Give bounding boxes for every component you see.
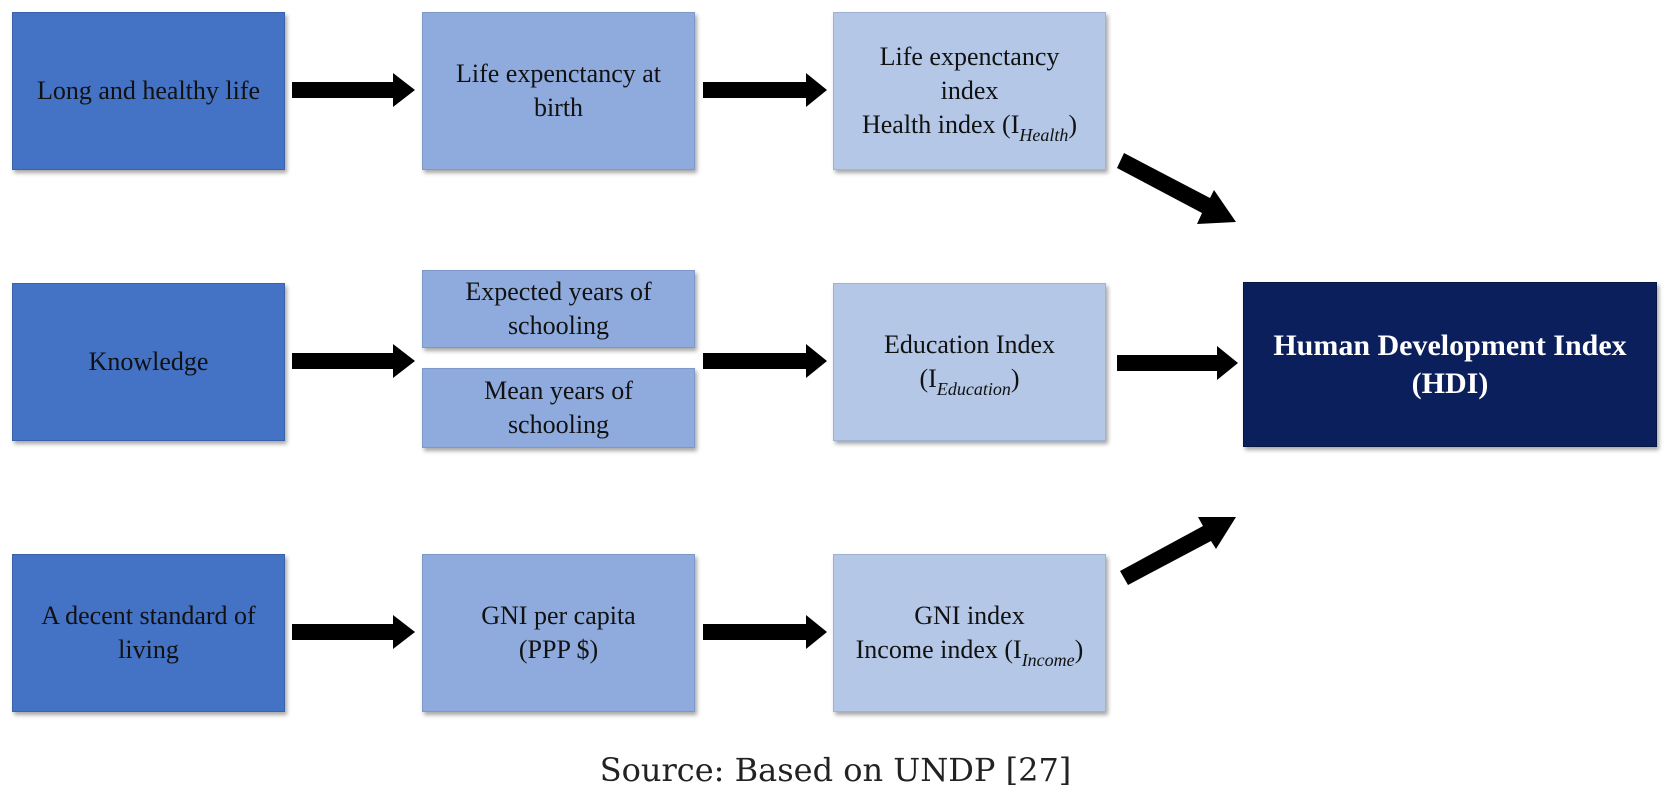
indicator-label-line1: Life expenctancy at	[456, 59, 661, 88]
index-box-education: Education Index (IEducation)	[833, 283, 1106, 441]
arrow-education-index-to-hdi	[1117, 346, 1238, 380]
health-index-subscript: Health	[1019, 125, 1069, 145]
dimension-box-health: Long and healthy life	[12, 12, 285, 170]
index-label-line1: Life expenctancy	[879, 42, 1060, 71]
index-label-line2: index	[940, 76, 999, 105]
arrow-income-index-to-hdi	[1120, 517, 1236, 585]
index-label-line2: Income index (IIncome)	[855, 633, 1084, 670]
indicator-box-expected-schooling: Expected years of schooling	[422, 270, 695, 348]
education-index-subscript: Education	[936, 379, 1011, 399]
income-index-subscript: Income	[1021, 650, 1075, 670]
indicator-label-line2: schooling	[507, 410, 610, 439]
indicator-box-gni-per-capita: GNI per capita (PPP $)	[422, 554, 695, 712]
arrow-income-dimension-to-indicator	[292, 615, 415, 649]
index-box-income: GNI index Income index (IIncome)	[833, 554, 1106, 712]
source-caption: Source: Based on UNDP [27]	[599, 751, 1072, 789]
health-index-suffix: )	[1068, 110, 1078, 139]
education-index-prefix: (I	[919, 364, 937, 393]
health-index-prefix: Health index (I	[861, 110, 1020, 139]
indicator-box-mean-schooling: Mean years of schooling	[422, 368, 695, 448]
income-index-prefix: Income index (I	[855, 635, 1022, 664]
education-index-suffix: )	[1010, 364, 1020, 393]
index-label-line1: GNI index	[914, 601, 1025, 630]
arrow-health-dimension-to-indicator	[292, 73, 415, 107]
indicator-label-line2: birth	[533, 93, 584, 122]
dimension-label-health: Long and healthy life	[36, 76, 261, 105]
index-label-line2: (IEducation)	[919, 362, 1020, 399]
index-label-line1: Education Index	[883, 330, 1056, 359]
dimension-box-knowledge: Knowledge	[12, 283, 285, 441]
dimension-label-knowledge: Knowledge	[88, 347, 209, 376]
income-index-suffix: )	[1074, 635, 1084, 664]
arrow-education-indicator-to-index	[703, 344, 827, 378]
indicator-label-line2: (PPP $)	[518, 635, 599, 664]
arrow-health-indicator-to-index	[703, 73, 827, 107]
arrow-health-index-to-hdi	[1117, 153, 1236, 224]
indicator-label-line1: Mean years of	[484, 376, 633, 405]
indicator-label-line1: GNI per capita	[481, 601, 636, 630]
indicator-label-line2: schooling	[507, 311, 610, 340]
indicator-box-life-expectancy: Life expenctancy at birth	[422, 12, 695, 170]
arrow-education-dimension-to-indicator	[292, 344, 415, 378]
index-box-health: Life expenctancy index Health index (IHe…	[833, 12, 1106, 170]
hdi-label-line1: Human Development Index	[1273, 328, 1627, 362]
hdi-box: Human Development Index (HDI)	[1243, 282, 1657, 447]
index-label-line3: Health index (IHealth)	[861, 108, 1078, 145]
indicator-label-line1: Expected years of	[465, 277, 652, 306]
dimension-box-living-standard: A decent standard of living	[12, 554, 285, 712]
dimension-label-line2: living	[118, 635, 179, 664]
dimension-label-line1: A decent standard of	[41, 601, 256, 630]
hdi-label-line2: (HDI)	[1411, 366, 1489, 400]
arrow-income-indicator-to-index	[703, 615, 827, 649]
